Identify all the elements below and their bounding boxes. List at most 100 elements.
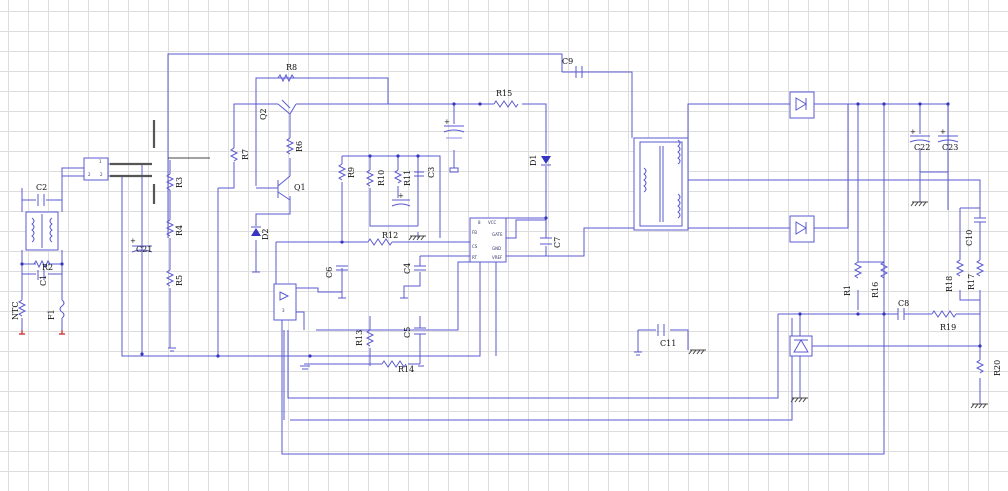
junctions xyxy=(20,102,982,358)
label-q1: Q1 xyxy=(294,183,306,192)
label-r6: R6 xyxy=(295,141,304,152)
heatsink-bars xyxy=(110,120,210,204)
resistor-r4 xyxy=(165,219,175,237)
label-r4: R4 xyxy=(175,225,184,236)
output-diode-bottom xyxy=(789,215,815,243)
capacitor-c7 xyxy=(540,237,552,245)
capacitor-c6 xyxy=(336,265,348,271)
wires xyxy=(21,53,981,455)
label-c9: C9 xyxy=(562,57,573,66)
capacitor-c5 xyxy=(414,327,426,335)
label-r15: R15 xyxy=(496,89,512,98)
svg-text:VCC: VCC xyxy=(488,220,497,225)
label-r14: R14 xyxy=(398,365,414,374)
label-q2: Q2 xyxy=(259,108,268,120)
resistor-r8 xyxy=(277,73,295,83)
bridge-rectifier: 2 2 1 xyxy=(83,157,109,181)
label-d1: D1 xyxy=(529,154,538,166)
resistor-r6 xyxy=(285,137,295,155)
label-r5: R5 xyxy=(175,275,184,286)
label-c5: C5 xyxy=(403,327,412,338)
label-c21: C21 xyxy=(136,245,152,254)
diode-d2 xyxy=(251,226,261,236)
fuse-f1 xyxy=(59,299,65,319)
label-r7: R7 xyxy=(241,149,250,160)
capacitor-c21: + xyxy=(130,237,153,253)
svg-text:3: 3 xyxy=(282,308,285,313)
svg-text:VREF: VREF xyxy=(492,255,503,260)
svg-text:2: 2 xyxy=(100,172,103,177)
resistor-r9 xyxy=(337,163,347,181)
svg-text:8: 8 xyxy=(478,220,481,225)
capacitor-c10 xyxy=(974,217,986,248)
label-r3: R3 xyxy=(175,177,184,188)
svg-text:+: + xyxy=(444,118,450,126)
resistor-r16 xyxy=(879,261,889,279)
label-r18: R18 xyxy=(945,276,954,292)
optocoupler: 3 xyxy=(273,283,297,321)
resistor-r7 xyxy=(229,147,239,162)
capacitor-c8 xyxy=(897,308,905,320)
resistor-r3 xyxy=(165,173,175,191)
electrolytic-cap-small: + xyxy=(391,192,411,207)
label-r9: R9 xyxy=(347,167,356,178)
capacitor-c23: + xyxy=(937,128,959,143)
component-labels: NTC F1 C2 R2 C1 C21 R3 R4 R5 R7 R8 Q2 R6… xyxy=(11,57,1002,376)
resistor-r1 xyxy=(853,261,863,279)
shunt-regulator xyxy=(789,335,813,357)
ntc-thermistor xyxy=(17,299,27,317)
label-f1: F1 xyxy=(47,309,56,320)
diode-d1 xyxy=(541,156,551,166)
resistor-r17 xyxy=(975,259,985,277)
resistor-r18 xyxy=(955,259,965,277)
label-r19: R19 xyxy=(940,323,956,332)
resistor-r13 xyxy=(365,329,375,347)
ground-symbols xyxy=(168,167,988,409)
label-r13: R13 xyxy=(355,330,364,346)
label-c22: C22 xyxy=(914,143,930,152)
label-c7: C7 xyxy=(553,237,562,248)
svg-text:FB: FB xyxy=(472,230,477,235)
label-c3: C3 xyxy=(427,167,436,178)
label-r11: R11 xyxy=(403,170,412,186)
label-r16: R16 xyxy=(871,282,880,298)
svg-text:GND: GND xyxy=(492,246,501,251)
resistor-r12 xyxy=(367,238,393,246)
label-c1: C1 xyxy=(39,275,48,286)
svg-text:+: + xyxy=(910,128,916,136)
label-c4: C4 xyxy=(403,263,412,274)
capacitor-c11 xyxy=(657,324,665,336)
label-r8: R8 xyxy=(286,63,297,72)
svg-text:GATE: GATE xyxy=(492,232,503,237)
label-r1: R1 xyxy=(843,285,852,296)
ground-markers-red xyxy=(19,330,65,335)
resistor-r11 xyxy=(393,169,403,184)
svg-text:+: + xyxy=(398,192,404,200)
svg-text:RT: RT xyxy=(472,255,477,260)
svg-text:+: + xyxy=(940,128,946,136)
capacitor-c3 xyxy=(414,171,424,177)
controller-ic: FB CS RT VCC GATE GND VREF 8 xyxy=(469,217,507,263)
transistor-q2 xyxy=(277,99,297,120)
capacitor-c22: + xyxy=(909,128,931,143)
capacitor-c4 xyxy=(414,265,426,271)
label-c8: C8 xyxy=(898,299,909,308)
capacitor-c2 xyxy=(37,194,45,206)
label-c10: C10 xyxy=(965,230,974,246)
resistor-r10 xyxy=(365,169,375,187)
resistor-r14 xyxy=(381,360,407,368)
output-diode-top xyxy=(789,91,815,119)
capacitor-c9 xyxy=(575,66,583,78)
label-r12: R12 xyxy=(382,231,398,240)
label-r17: R17 xyxy=(967,274,976,290)
svg-text:+: + xyxy=(130,237,136,245)
label-d2: D2 xyxy=(261,228,270,240)
common-mode-choke xyxy=(25,211,59,251)
label-r20: R20 xyxy=(993,360,1002,376)
label-r10: R10 xyxy=(377,170,386,186)
label-ntc: NTC xyxy=(11,302,20,320)
resistor-r5 xyxy=(165,269,175,287)
capacitor-c1 xyxy=(37,270,45,280)
label-c11: C11 xyxy=(660,339,676,348)
